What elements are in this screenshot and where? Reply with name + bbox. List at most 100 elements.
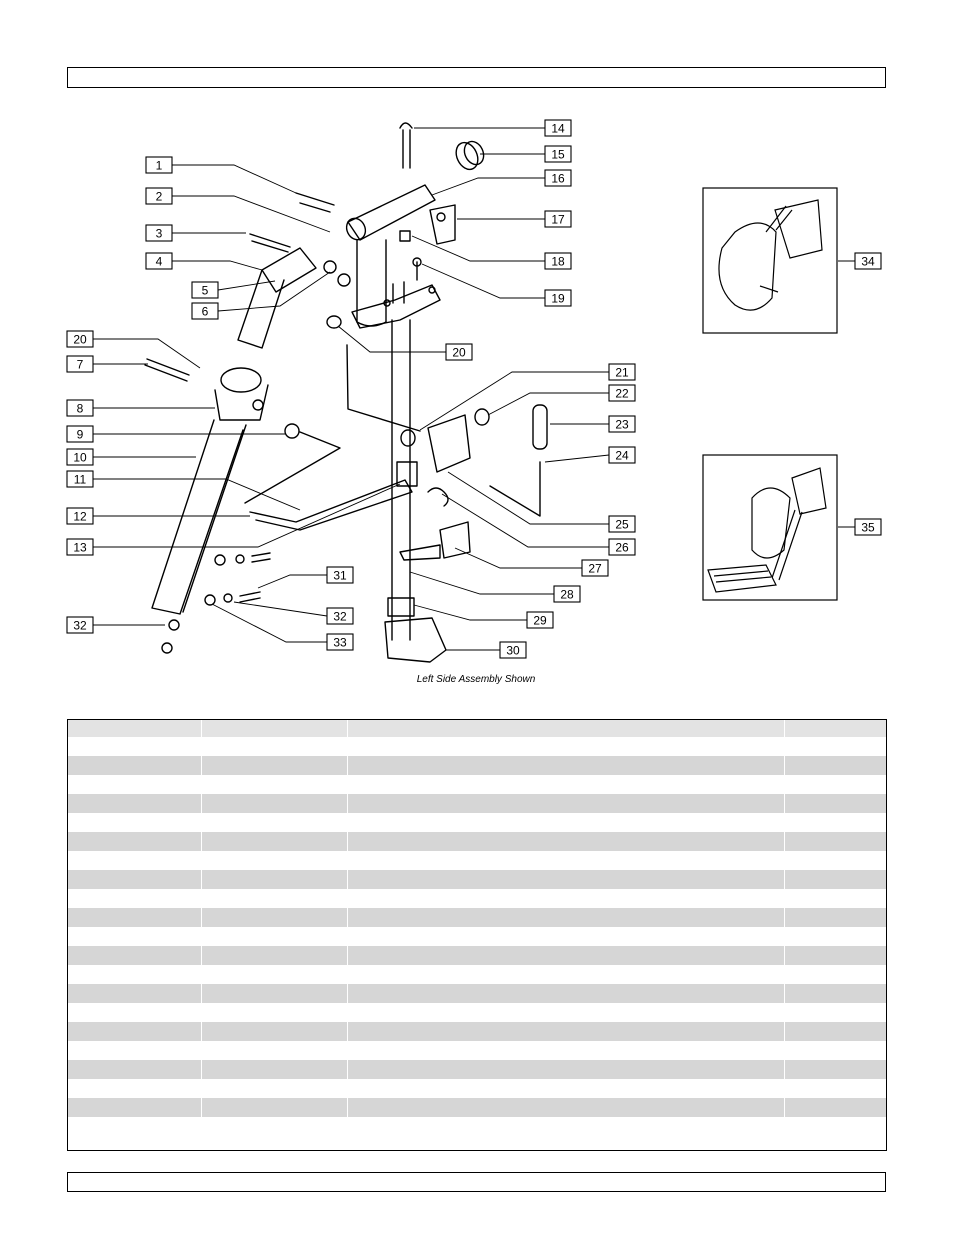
callout-6: 6 bbox=[191, 302, 219, 320]
table-row bbox=[68, 775, 886, 794]
table-row bbox=[68, 756, 886, 775]
callout-29: 29 bbox=[526, 611, 554, 629]
callout-1: 1 bbox=[145, 156, 173, 174]
callout-number: 25 bbox=[615, 518, 629, 532]
callout-20: 20 bbox=[445, 343, 473, 361]
callout-16: 16 bbox=[544, 169, 572, 187]
table-row bbox=[68, 1022, 886, 1041]
callout-35: 35 bbox=[854, 518, 882, 536]
table-row bbox=[68, 1003, 886, 1022]
callout-2: 2 bbox=[145, 187, 173, 205]
table-row bbox=[68, 908, 886, 927]
table-column-divider bbox=[784, 720, 785, 1150]
callout-8: 8 bbox=[66, 399, 94, 417]
callout-13: 13 bbox=[66, 538, 94, 556]
callout-11: 11 bbox=[66, 470, 94, 488]
callout-9: 9 bbox=[66, 425, 94, 443]
callout-number: 16 bbox=[551, 172, 565, 186]
table-row bbox=[68, 737, 886, 756]
callout-number: 29 bbox=[533, 614, 547, 628]
callout-number: 17 bbox=[551, 213, 565, 227]
callout-number: 19 bbox=[551, 292, 565, 306]
callout-number: 4 bbox=[156, 255, 163, 269]
callout-number: 31 bbox=[333, 569, 347, 583]
callout-12: 12 bbox=[66, 507, 94, 525]
callout-number: 20 bbox=[73, 333, 87, 347]
inset-box-35 bbox=[702, 454, 838, 601]
table-row bbox=[68, 1117, 886, 1136]
table-row bbox=[68, 984, 886, 1003]
callout-15: 15 bbox=[544, 145, 572, 163]
table-row bbox=[68, 889, 886, 908]
callout-7: 7 bbox=[66, 355, 94, 373]
callout-26: 26 bbox=[608, 538, 636, 556]
callout-number: 22 bbox=[615, 387, 629, 401]
callout-21: 21 bbox=[608, 363, 636, 381]
callout-number: 26 bbox=[615, 541, 629, 555]
callout-number: 5 bbox=[202, 284, 209, 298]
callout-31: 31 bbox=[326, 566, 354, 584]
callout-28: 28 bbox=[553, 585, 581, 603]
callout-24: 24 bbox=[608, 446, 636, 464]
table-row bbox=[68, 965, 886, 984]
footer-bar bbox=[67, 1172, 886, 1192]
callout-number: 15 bbox=[551, 148, 565, 162]
table-row bbox=[68, 794, 886, 813]
table-column-divider bbox=[201, 720, 202, 1150]
callout-number: 24 bbox=[615, 449, 629, 463]
header-bar bbox=[67, 67, 886, 88]
table-row bbox=[68, 1041, 886, 1060]
callout-number: 27 bbox=[588, 562, 602, 576]
callout-4: 4 bbox=[145, 252, 173, 270]
base-hinge bbox=[384, 617, 447, 663]
table-header-row bbox=[68, 720, 886, 737]
callout-14: 14 bbox=[544, 119, 572, 137]
callout-19: 19 bbox=[544, 289, 572, 307]
callout-30: 30 bbox=[499, 641, 527, 659]
table-row bbox=[68, 1079, 886, 1098]
callout-number: 2 bbox=[156, 190, 163, 204]
callout-34: 34 bbox=[854, 252, 882, 270]
callout-17: 17 bbox=[544, 210, 572, 228]
callout-number: 18 bbox=[551, 255, 565, 269]
table-row bbox=[68, 832, 886, 851]
callout-18: 18 bbox=[544, 252, 572, 270]
callout-number: 32 bbox=[73, 619, 87, 633]
inset-box-34 bbox=[702, 187, 838, 334]
callout-number: 20 bbox=[452, 346, 466, 360]
diagram-caption: Left Side Assembly Shown bbox=[416, 674, 536, 685]
callout-number: 13 bbox=[73, 541, 87, 555]
table-row bbox=[68, 813, 886, 832]
callout-number: 30 bbox=[506, 644, 520, 658]
table-row bbox=[68, 946, 886, 965]
footrest-assembly-drawing bbox=[707, 467, 827, 593]
callout-number: 1 bbox=[156, 159, 163, 173]
callout-number: 35 bbox=[861, 521, 875, 535]
callout-23: 23 bbox=[608, 415, 636, 433]
top-tube bbox=[347, 184, 436, 241]
callout-number: 23 bbox=[615, 418, 629, 432]
callout-number: 3 bbox=[156, 227, 163, 241]
callout-33: 33 bbox=[326, 633, 354, 651]
callout-22: 22 bbox=[608, 384, 636, 402]
callout-25: 25 bbox=[608, 515, 636, 533]
table-row bbox=[68, 1060, 886, 1079]
callout-10: 10 bbox=[66, 448, 94, 466]
calf-pad-assembly-drawing bbox=[718, 199, 823, 311]
table-row bbox=[68, 927, 886, 946]
callout-32: 32 bbox=[66, 616, 94, 634]
mounting-plate bbox=[351, 284, 441, 329]
callout-number: 7 bbox=[77, 358, 84, 372]
long-tube bbox=[151, 419, 244, 615]
callout-27: 27 bbox=[581, 559, 609, 577]
callout-number: 34 bbox=[861, 255, 875, 269]
callout-number: 8 bbox=[77, 402, 84, 416]
callout-number: 33 bbox=[333, 636, 347, 650]
callout-3: 3 bbox=[145, 224, 173, 242]
table-row bbox=[68, 870, 886, 889]
callout-number: 21 bbox=[615, 366, 629, 380]
callout-number: 11 bbox=[74, 473, 87, 487]
callout-number: 6 bbox=[202, 305, 209, 319]
callout-number: 32 bbox=[333, 610, 347, 624]
callout-32: 32 bbox=[326, 607, 354, 625]
